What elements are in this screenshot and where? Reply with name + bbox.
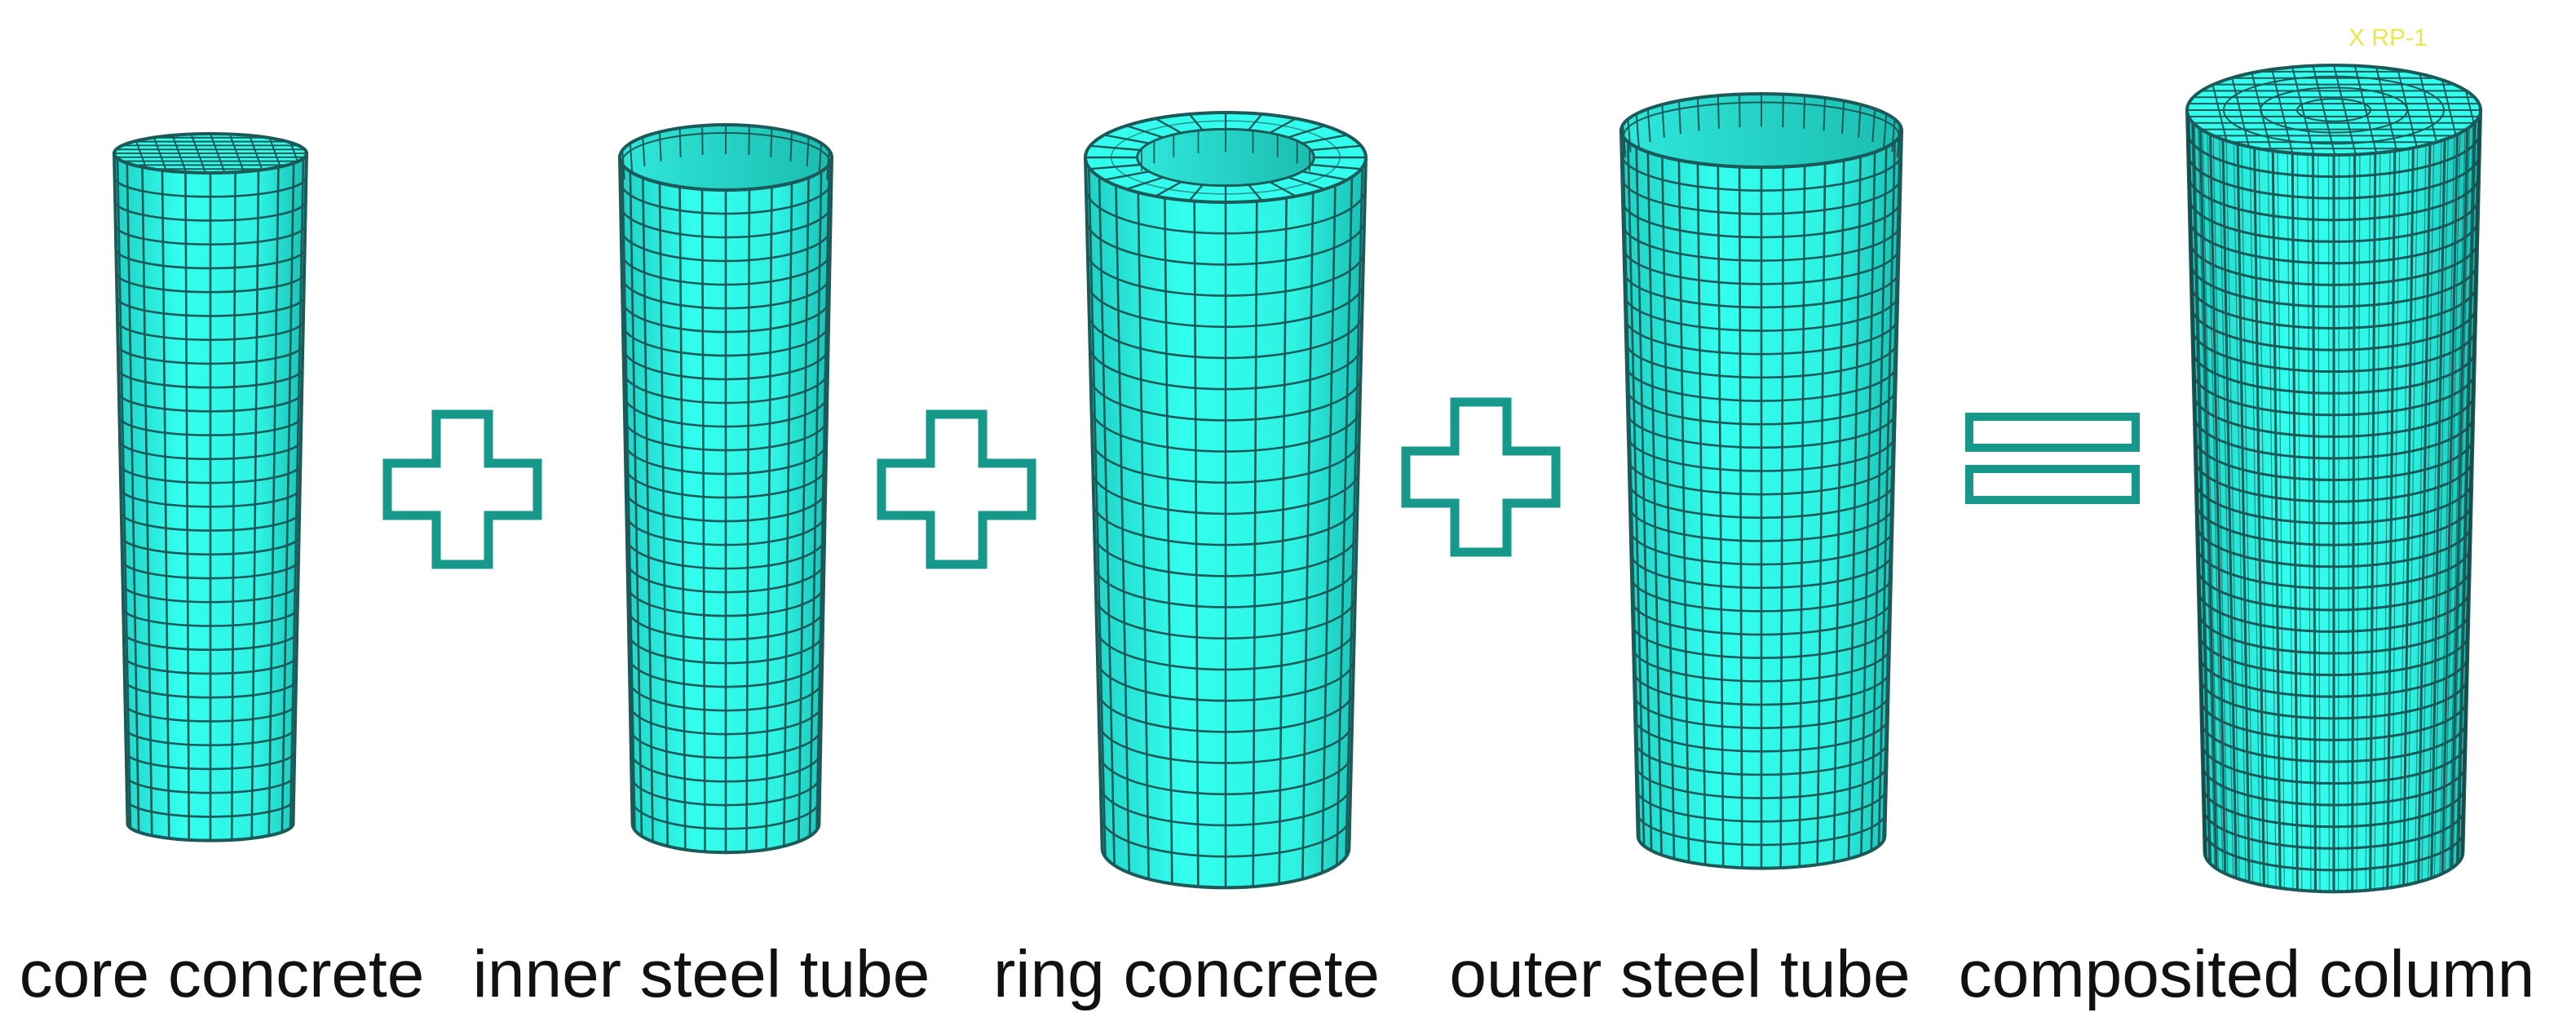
plus-operator-3 <box>1401 397 1561 557</box>
operators-layer <box>382 397 2140 569</box>
label-core-concrete: core concrete <box>19 937 425 1011</box>
cylinders-layer <box>112 64 2483 894</box>
outer-steel-tube-cylinder <box>1619 92 1904 870</box>
label-ring-concrete: ring concrete <box>992 937 1381 1011</box>
label-inner-steel-tube: inner steel tube <box>472 937 930 1011</box>
composited-column-cylinder <box>2185 64 2483 894</box>
label-composited-column: composited column <box>1958 937 2535 1011</box>
ring-concrete-cylinder <box>1083 111 1368 890</box>
core-concrete-cylinder <box>112 132 309 842</box>
inner-steel-tube-cylinder <box>617 123 834 855</box>
equals-operator <box>1965 413 2140 504</box>
label-outer-steel-tube: outer steel tube <box>1449 937 1911 1011</box>
plus-operator-2 <box>877 409 1036 569</box>
plus-operator-1 <box>382 409 542 569</box>
reference-point-label: X RP-1 <box>2348 24 2428 51</box>
